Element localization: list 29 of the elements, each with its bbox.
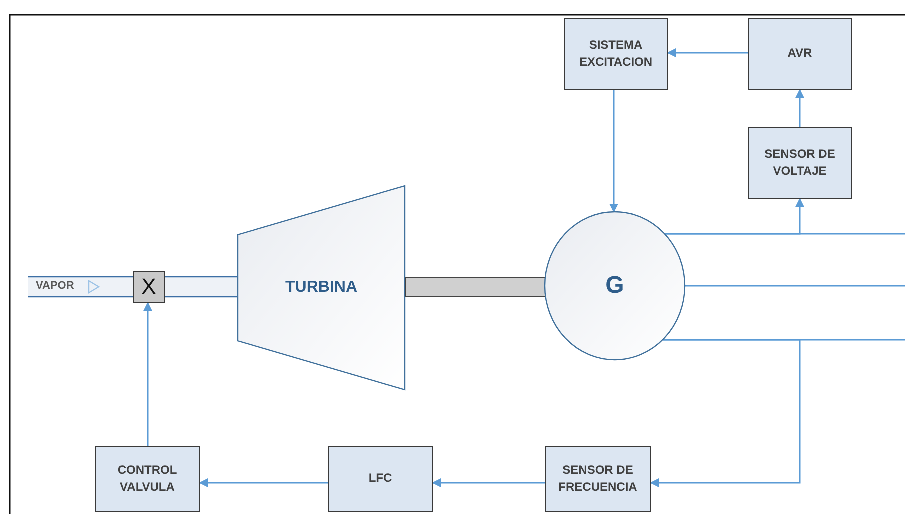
arrow: [610, 90, 618, 213]
box-label: SISTEMA EXCITACION: [578, 36, 654, 71]
arrow: [432, 478, 545, 488]
arrow: [650, 339, 801, 488]
connector-line: [664, 233, 905, 235]
box-label: SENSOR DE FRECUENCIA: [558, 462, 638, 496]
arrow: [667, 48, 748, 58]
arrow: [199, 478, 328, 488]
valve-box: [133, 271, 165, 303]
shape-label: TURBINA: [286, 279, 358, 297]
valve-symbol: X: [142, 274, 156, 300]
process-box: [545, 446, 651, 512]
box-label: CONTROL VALVULA: [116, 462, 178, 496]
turbine-shape: [238, 186, 405, 390]
arrow: [144, 302, 152, 446]
box-label: LFC: [368, 470, 392, 488]
connector-line: [685, 285, 905, 287]
process-box: [328, 446, 433, 512]
box-label: AVR: [788, 45, 812, 62]
pipe-label: VAPOR: [36, 280, 74, 292]
shaft-bar: [405, 277, 547, 297]
process-box: [564, 18, 668, 90]
shape-label: G: [606, 272, 624, 300]
box-label: SENSOR DE VOLTAJE: [764, 146, 836, 180]
process-box: [748, 127, 852, 199]
process-box: [95, 446, 200, 512]
arrow: [796, 89, 804, 127]
process-box: [748, 18, 852, 90]
generator-circle: [545, 212, 685, 360]
